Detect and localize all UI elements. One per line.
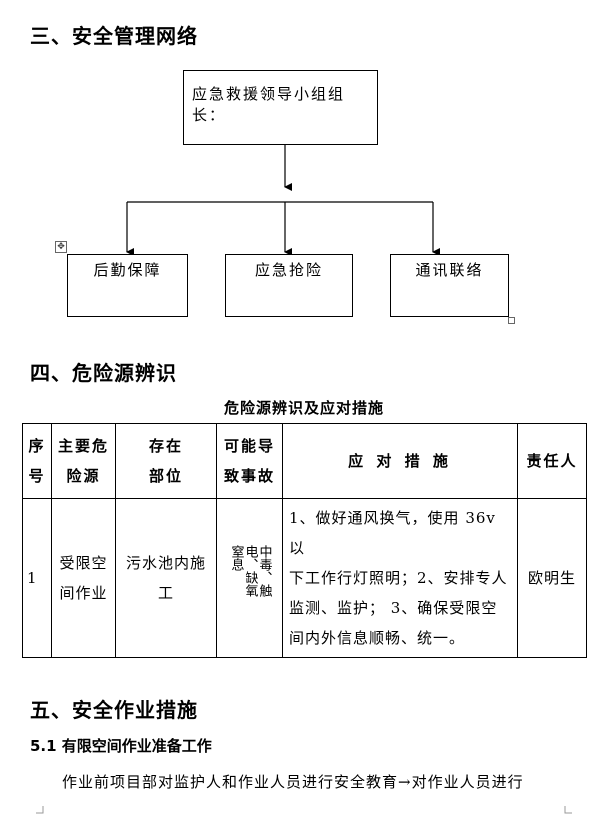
org-box-communication: 通讯联络 [390,254,509,317]
hazard-table-title: 危险源辨识及应对措施 [223,399,384,417]
header-owner: 责任人 [517,423,587,499]
org-box-logistics: 后勤保障 [67,254,188,317]
hazard-table: 序号 主要危险源 存在部位 可能导致事故 应 对 措 施 责任人 1 受限空间作… [22,423,587,658]
org-box-leader-label: 应急救援领导小组组长： [192,85,346,124]
cell-accident: 中毒、触电、缺氧窒息 [216,498,283,658]
cell-no: 1 [22,498,52,658]
cell-measures: 1、做好通风换气，使用 36v 以 下工作行灯照明；2、安排专人 监测、监护； … [282,498,518,658]
header-source: 主要危险源 [51,423,116,499]
table-resize-handle[interactable] [508,317,515,324]
org-box-rescue: 应急抢险 [225,254,353,317]
header-accident: 可能导致事故 [216,423,283,499]
cell-location: 污水池内施工 [115,498,217,658]
org-box-communication-label: 通讯联络 [415,261,484,279]
section-3-title: 三、安全管理网络 [30,24,198,48]
page-corner-mark-left [36,806,44,814]
section-5-title: 五、安全作业措施 [30,698,198,722]
cell-owner: 欧明生 [517,498,587,658]
table-row: 1 受限空间作业 污水池内施工 中毒、触电、缺氧窒息 1、做好通风换气，使用 3… [22,498,587,658]
org-box-rescue-label: 应急抢险 [254,261,323,279]
table-move-handle-icon[interactable]: ✥ [55,241,67,253]
org-chart-connectors [126,145,440,256]
org-box-logistics-label: 后勤保障 [93,261,162,279]
header-measures: 应 对 措 施 [282,423,518,499]
section-5-1-paragraph: 作业前项目部对监护人和作业人员进行安全教育→对作业人员进行 [62,773,524,791]
header-no: 序号 [22,423,52,499]
section-4-title: 四、危险源辨识 [30,361,177,385]
org-box-leader: 应急救援领导小组组长： [183,70,378,145]
cell-source: 受限空间作业 [51,498,116,658]
hazard-table-header-row: 序号 主要危险源 存在部位 可能导致事故 应 对 措 施 责任人 [22,423,587,499]
header-location: 存在部位 [115,423,217,499]
section-5-1-title: 5.1 有限空间作业准备工作 [30,737,212,755]
page-corner-mark-right [564,806,572,814]
